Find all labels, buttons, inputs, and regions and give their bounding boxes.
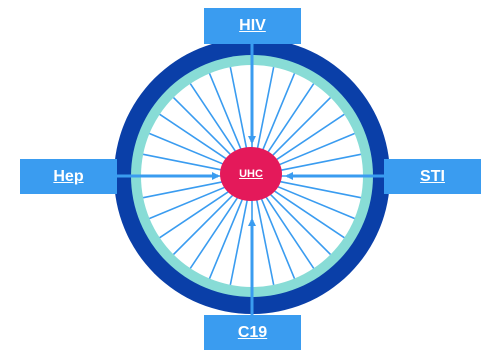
spoke	[208, 73, 244, 155]
spoke	[159, 113, 233, 164]
sti-label-box[interactable]: STI	[384, 159, 481, 194]
spoke	[264, 195, 315, 269]
hiv-label-box[interactable]: HIV	[204, 8, 301, 44]
hub	[220, 147, 282, 201]
spoke	[189, 83, 240, 157]
hep-label-box[interactable]: Hep	[20, 159, 117, 194]
spoke	[260, 197, 296, 279]
spoke	[142, 179, 229, 199]
hub-label[interactable]: UHC	[239, 168, 263, 180]
spoke	[271, 113, 345, 164]
spoke	[268, 192, 332, 256]
spoke	[264, 83, 315, 157]
spoke	[172, 96, 236, 160]
spoke	[255, 199, 275, 286]
spoke	[149, 184, 231, 220]
spoke	[229, 199, 249, 286]
spoke	[255, 66, 275, 153]
spoke	[275, 153, 362, 173]
c19-label-box[interactable]: C19	[204, 315, 301, 350]
spoke	[159, 188, 233, 239]
spoke	[142, 153, 229, 173]
spoke	[260, 73, 296, 155]
spoke	[271, 188, 345, 239]
spoke	[189, 195, 240, 269]
spoke	[172, 192, 236, 256]
spoke	[229, 66, 249, 153]
spoke	[149, 132, 231, 168]
spoke	[268, 96, 332, 160]
spoke	[275, 179, 362, 199]
spoke	[273, 132, 355, 168]
spoke	[208, 197, 244, 279]
spoke	[273, 184, 355, 220]
